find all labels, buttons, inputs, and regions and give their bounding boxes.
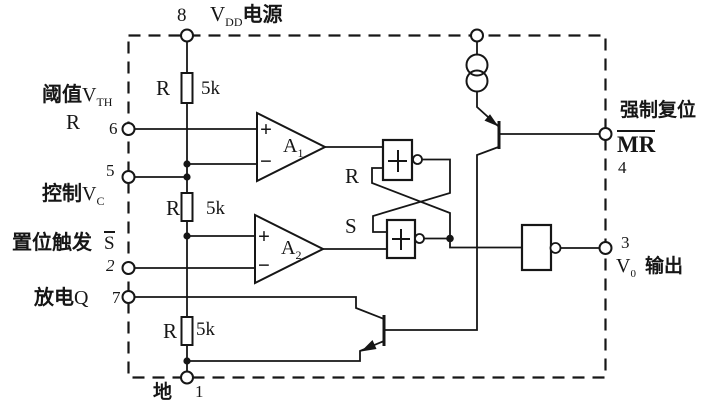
pin1-number: 1 [195, 382, 204, 401]
r2-label: R [166, 196, 181, 220]
current-source-circle-bottom [465, 69, 489, 93]
pin6-number: 6 [109, 119, 118, 138]
pin3-terminal [598, 241, 613, 255]
pin7-number: 7 [112, 288, 121, 307]
pin1-terminal [180, 370, 194, 385]
junction-pin5 [183, 173, 191, 181]
vdd-symbol: V [210, 2, 226, 26]
a2-label: A2 [281, 238, 301, 261]
vdd-name-cn: 电源 [242, 4, 283, 26]
wire-pin7-discharge-collector [134, 296, 385, 320]
control-label: 控制VC [42, 184, 104, 207]
comparator-a1-triangle [256, 111, 328, 183]
ff-s-label: S [345, 214, 357, 238]
a1-subscript: 1 [297, 146, 304, 160]
sgate-bubble [414, 233, 425, 244]
control-subscript: C [96, 194, 105, 208]
pin3-number: 3 [621, 233, 630, 252]
vdd-subscript: DD [225, 15, 243, 29]
a2-plus: + [258, 224, 270, 248]
pin8-number: 8 [177, 5, 187, 26]
buffer-bubble [549, 242, 562, 254]
a2-name: A [281, 237, 296, 259]
a2-minus: − [258, 253, 270, 277]
threshold-subscript: TH [96, 95, 113, 109]
a1-minus: − [260, 149, 272, 173]
pin5-number: 5 [106, 161, 115, 180]
wire-sgate-out-rgate-in [371, 167, 451, 238]
pin2-terminal [121, 261, 136, 275]
ic-boundary [127, 34, 607, 379]
resistor-r3 [180, 316, 194, 346]
wire-node-buffer [449, 238, 522, 249]
r1-label: R [156, 76, 171, 100]
buffer-box [520, 223, 553, 272]
trigger-cn: 置位触发 [12, 232, 92, 254]
control-cn: 控制 [42, 183, 82, 205]
output-cn: 输出 [644, 256, 683, 277]
r1-value: 5k [201, 78, 220, 99]
r3-value: 5k [196, 319, 215, 340]
pin7-terminal [121, 290, 136, 304]
vdd-label: VDD电源 [210, 2, 283, 29]
threshold-r-label: R [66, 110, 81, 134]
discharge-symbol: Q [74, 287, 89, 309]
discharge-cn: 放电 [34, 287, 74, 309]
rgate-bubble [412, 154, 423, 165]
reset-symbol: MR [617, 130, 656, 157]
pin8-terminal [180, 28, 194, 43]
pin6-terminal [121, 122, 136, 136]
output-label: V0 输出 [616, 256, 683, 280]
output-subscript: 0 [630, 268, 636, 280]
wire-gnd-discharge-emitter [187, 340, 385, 362]
wire-discharge-base-mr-collector [385, 146, 499, 331]
pin5-terminal [121, 170, 136, 184]
output-symbol: V [616, 255, 631, 277]
a1-plus: + [260, 117, 272, 141]
a1-label: A1 [283, 136, 303, 159]
threshold-cn: 阈值 [42, 84, 82, 106]
vdd-junction-terminal [470, 28, 484, 43]
a1-name: A [283, 135, 298, 157]
reset-label-cn: 强制复位 [620, 100, 697, 121]
resistor-r1 [180, 72, 194, 104]
current-source-circle-top [465, 53, 489, 77]
pin4-number: 4 [618, 158, 627, 177]
pin2-number: 2 [106, 256, 115, 275]
ground-label: 地 [153, 382, 173, 403]
wire-rgate-out-sgate-in [372, 158, 451, 233]
control-symbol: V [82, 183, 97, 205]
trigger-symbol: S [104, 231, 115, 254]
threshold-symbol: V [82, 84, 97, 106]
junction-a2plus [183, 232, 191, 240]
pin4-terminal [598, 127, 613, 141]
r2-value: 5k [206, 198, 225, 219]
ff-r-label: R [345, 164, 360, 188]
resistor-r2 [180, 192, 194, 222]
junction-gnd [183, 357, 191, 365]
a2-subscript: 2 [295, 248, 302, 262]
mr-symbol: MR [617, 130, 656, 157]
comparator-a2-triangle [254, 213, 326, 285]
r3-label: R [163, 319, 178, 343]
trigger-label: 置位触发 S [12, 231, 115, 253]
junction-a1minus [183, 160, 191, 168]
mr-emitter-arrow [484, 114, 499, 127]
discharge-emitter-arrow [361, 340, 377, 352]
discharge-label: 放电Q [34, 288, 88, 308]
junction-ff-out [446, 234, 454, 243]
threshold-label: 阈值VTH [42, 85, 112, 108]
